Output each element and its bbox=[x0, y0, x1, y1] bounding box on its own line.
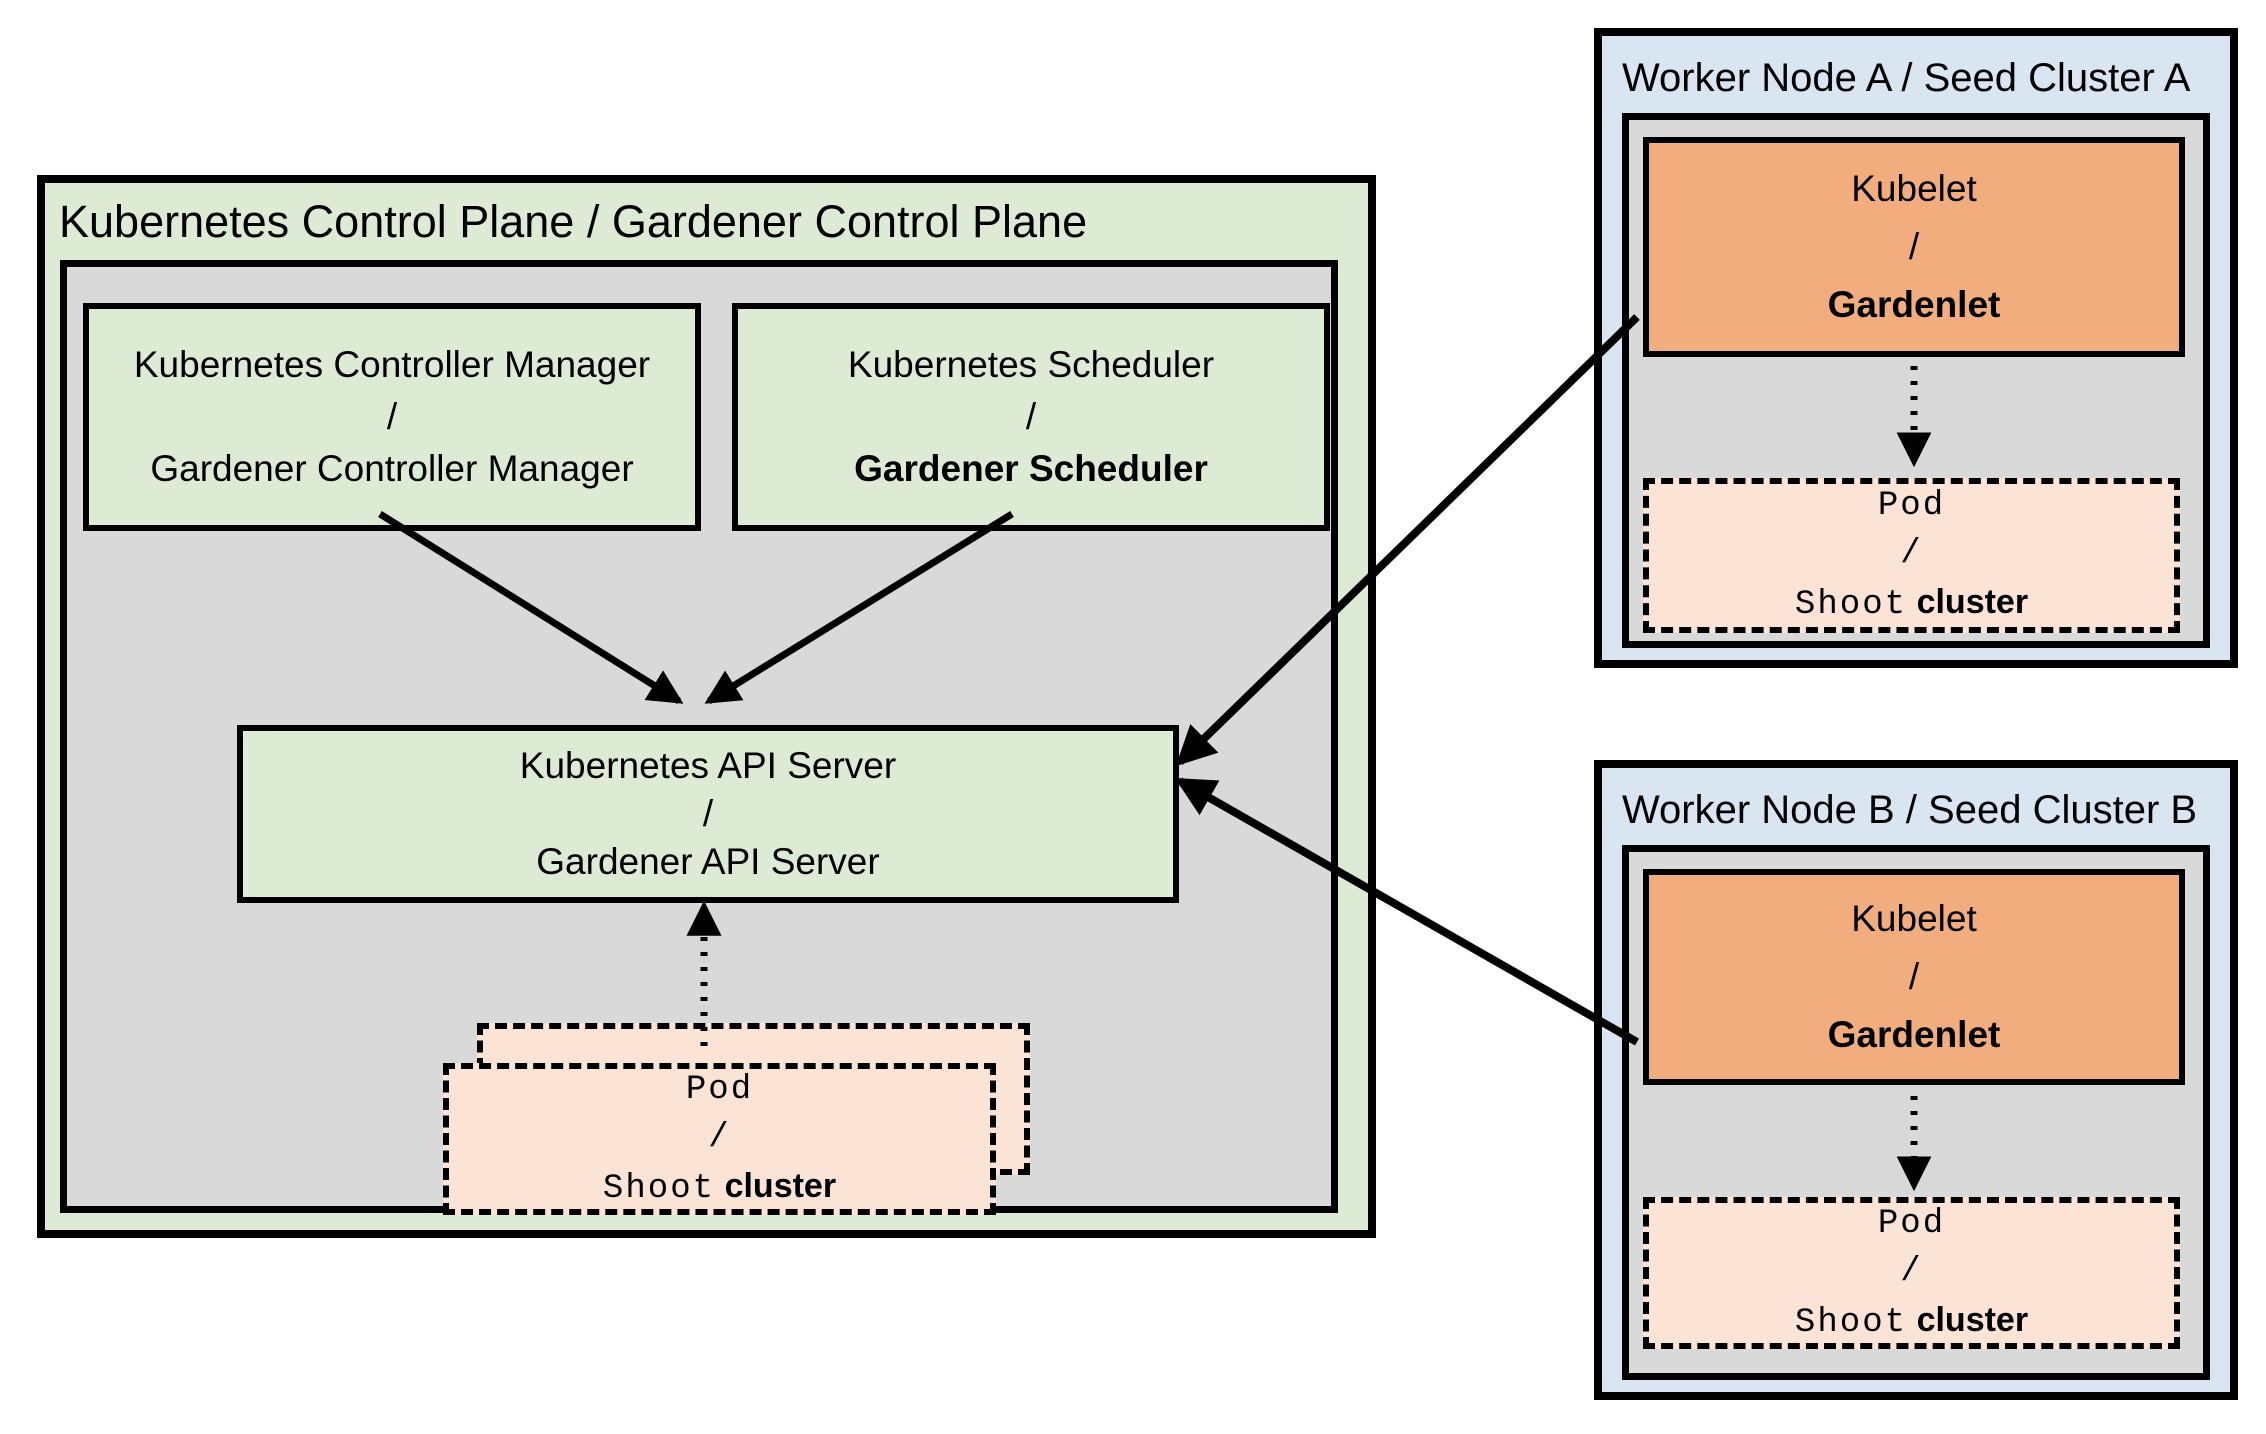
api-server-separator: / bbox=[702, 793, 714, 834]
pod-b-line2: Shoot cluster bbox=[1795, 1296, 2028, 1347]
api-server-line2: Gardener API Server bbox=[536, 841, 880, 882]
pod-shoot-cluster-front-box: Pod / Shoot cluster bbox=[443, 1063, 996, 1215]
pod-a-line2: Shoot cluster bbox=[1795, 578, 2028, 629]
controller-manager-box: Kubernetes Controller Manager / Gardener… bbox=[83, 303, 701, 531]
scheduler-line2: Gardener Scheduler bbox=[854, 448, 1208, 489]
kubelet-b-separator: / bbox=[1908, 956, 1920, 997]
worker-node-a-inner-box: Kubelet / Gardenlet Pod / Shoot cluster bbox=[1622, 113, 2210, 648]
control-plane-title: Kubernetes Control Plane / Gardener Cont… bbox=[59, 196, 1088, 247]
pod-a-separator: / bbox=[1900, 535, 1923, 573]
pod-line2: Shoot cluster bbox=[603, 1162, 836, 1213]
control-plane-panel: Kubernetes Control Plane / Gardener Cont… bbox=[37, 175, 1376, 1238]
pod-b-line2-shoot: Shoot bbox=[1794, 1303, 1908, 1342]
kubelet-b-line1: Kubelet bbox=[1851, 898, 1977, 939]
pod-a-line2-cluster: cluster bbox=[1916, 583, 2029, 621]
pod-b-line2-cluster: cluster bbox=[1916, 1300, 2029, 1339]
pod-line2-cluster: cluster bbox=[724, 1166, 837, 1205]
pod-a-line1: Pod bbox=[1877, 487, 1946, 525]
pod-separator: / bbox=[708, 1118, 731, 1157]
kubelet-a-separator: / bbox=[1908, 226, 1920, 267]
worker-node-a-title: Worker Node A / Seed Cluster A bbox=[1622, 56, 2191, 100]
pod-line2-shoot: Shoot bbox=[602, 1169, 716, 1208]
pod-b-line1: Pod bbox=[1877, 1204, 1946, 1243]
controller-manager-line2: Gardener Controller Manager bbox=[150, 448, 634, 489]
pod-b-separator: / bbox=[1900, 1252, 1923, 1291]
kubelet-a-line2: Gardenlet bbox=[1827, 284, 2001, 325]
worker-node-b-panel: Worker Node B / Seed Cluster B Kubelet /… bbox=[1594, 760, 2238, 1400]
scheduler-box: Kubernetes Scheduler / Gardener Schedule… bbox=[732, 303, 1330, 531]
scheduler-line1: Kubernetes Scheduler bbox=[847, 344, 1215, 385]
api-server-box: Kubernetes API Server / Gardener API Ser… bbox=[237, 725, 1179, 903]
pod-line1: Pod bbox=[685, 1070, 754, 1109]
worker-node-a-panel: Worker Node A / Seed Cluster A Kubelet /… bbox=[1594, 28, 2238, 668]
kubelet-a-line1: Kubelet bbox=[1851, 168, 1977, 209]
pod-shoot-cluster-a-box: Pod / Shoot cluster bbox=[1643, 478, 2180, 633]
pod-a-line2-shoot: Shoot bbox=[1794, 586, 1908, 624]
api-server-line1: Kubernetes API Server bbox=[519, 745, 897, 786]
worker-node-b-title: Worker Node B / Seed Cluster B bbox=[1622, 788, 2198, 832]
kubelet-gardenlet-b-box: Kubelet / Gardenlet bbox=[1643, 869, 2185, 1085]
kubelet-gardenlet-a-box: Kubelet / Gardenlet bbox=[1643, 137, 2185, 357]
scheduler-separator: / bbox=[1025, 396, 1037, 437]
pod-shoot-cluster-b-box: Pod / Shoot cluster bbox=[1643, 1197, 2180, 1349]
control-plane-inner-box: Kubernetes Controller Manager / Gardener… bbox=[60, 260, 1338, 1215]
kubelet-b-line2: Gardenlet bbox=[1827, 1014, 2001, 1055]
worker-node-b-inner-box: Kubelet / Gardenlet Pod / Shoot cluster bbox=[1622, 845, 2210, 1380]
controller-manager-separator: / bbox=[386, 396, 398, 437]
controller-manager-line1: Kubernetes Controller Manager bbox=[133, 344, 651, 385]
